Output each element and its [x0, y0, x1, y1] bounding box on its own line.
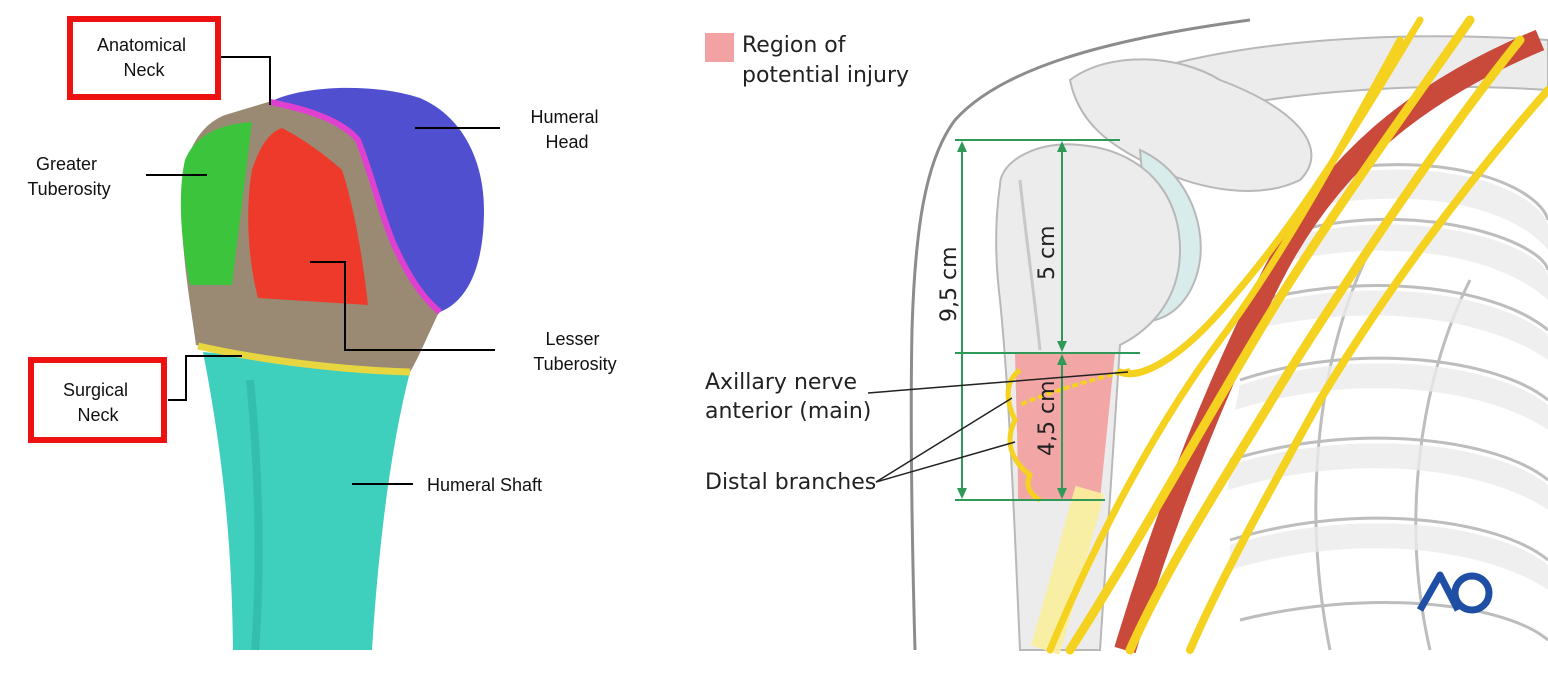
dimension-arrowheads	[957, 141, 1067, 499]
distal-branches-label: Distal branches	[705, 470, 876, 495]
anatomical-neck-leader	[220, 56, 271, 105]
surgical-neck-label: Surgical Neck	[63, 380, 133, 425]
shoulder-illustration: 9,5 cm 5 cm 4,5 cm Region of potential i…	[705, 15, 1548, 655]
surgical-neck-leader	[168, 355, 242, 401]
dimension-upper-label: 5 cm	[1035, 225, 1060, 280]
body-outline	[909, 18, 1251, 651]
humerus-anatomy-panel: Anatomical Neck Greater Tuberosity Surgi…	[0, 0, 700, 676]
ao-logo	[1416, 571, 1493, 614]
humeral-shaft-label: Humeral Shaft	[427, 475, 542, 495]
legend-swatch	[705, 33, 734, 62]
surgical-neck-highlight-box	[28, 357, 167, 443]
legend-label: Region of potential injury	[742, 33, 909, 88]
humeral-head-region	[270, 87, 484, 312]
injury-region	[1015, 353, 1115, 500]
brachial-plexus-nerves	[1046, 15, 1548, 655]
lesser-tuberosity-region	[248, 128, 368, 305]
anatomical-neck-highlight-box	[67, 16, 221, 100]
greater-tuberosity-label: Greater Tuberosity	[27, 154, 110, 199]
dimension-lower-label: 4,5 cm	[1035, 380, 1060, 456]
lesser-tuberosity-leader	[310, 261, 495, 351]
acromion	[1068, 58, 1313, 192]
artery	[1114, 29, 1545, 654]
anatomical-neck-label: Anatomical Neck	[97, 35, 191, 80]
anatomical-neck-line	[269, 99, 442, 315]
distal-branches-leader-2	[875, 441, 1016, 483]
humerus-illustration: Anatomical Neck Greater Tuberosity Surgi…	[27, 16, 617, 651]
humeral-head-label: Humeral Head	[530, 107, 603, 152]
greater-tuberosity-region	[180, 122, 252, 285]
humeral-shaft-region	[203, 352, 410, 650]
axillary-nerve-panel: 9,5 cm 5 cm 4,5 cm Region of potential i…	[700, 0, 1548, 676]
lesser-tuberosity-label: Lesser Tuberosity	[533, 329, 616, 374]
dimension-lines	[955, 139, 1140, 501]
distal-branches	[1005, 368, 1042, 503]
axillary-nerve-leader	[867, 371, 1129, 394]
axillary-nerve-label: Axillary nerve anterior (main)	[705, 370, 871, 424]
surgical-neck-line	[197, 342, 411, 376]
distal-branches-leader-1	[875, 397, 1013, 483]
dimension-total-label: 9,5 cm	[937, 246, 962, 322]
